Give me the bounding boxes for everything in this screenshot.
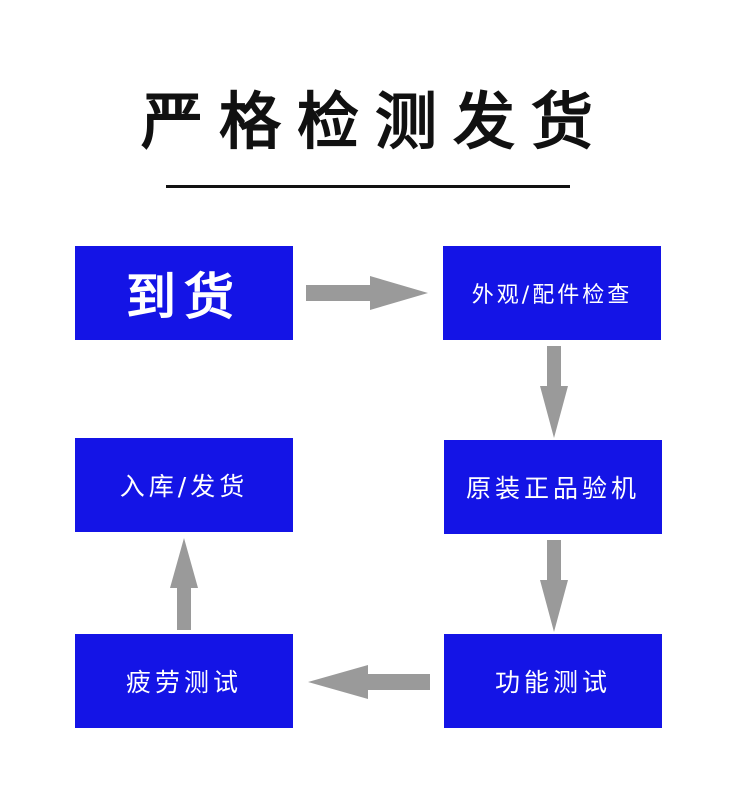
title-underline bbox=[166, 185, 570, 188]
arrow-right-icon bbox=[306, 276, 428, 310]
step-arrival: 到货 bbox=[75, 246, 293, 340]
arrow-down-icon bbox=[540, 346, 568, 438]
arrow-down-icon bbox=[540, 540, 568, 632]
arrow-up-icon bbox=[170, 538, 198, 630]
step-genuine-check: 原装正品验机 bbox=[444, 440, 662, 534]
step-fatigue-test: 疲劳测试 bbox=[75, 634, 293, 728]
step-appearance-check: 外观/配件检查 bbox=[443, 246, 661, 340]
step-stock-ship: 入库/发货 bbox=[75, 438, 293, 532]
arrow-left-icon bbox=[308, 665, 430, 699]
page-title: 严格检测发货 bbox=[140, 85, 609, 158]
step-function-test: 功能测试 bbox=[444, 634, 662, 728]
